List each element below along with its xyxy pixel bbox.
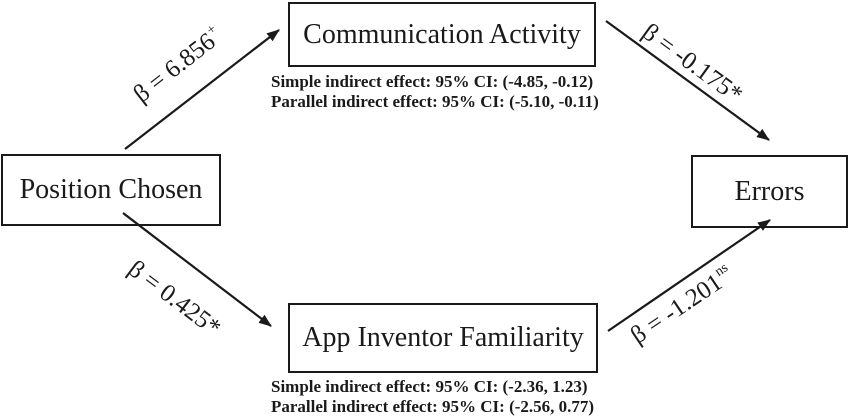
node-app-inventor-familiarity: App Inventor Familiarity [288, 303, 598, 373]
ci-ca-parallel: Parallel indirect effect: 95% CI: (-5.10… [271, 92, 599, 111]
node-position-chosen: Position Chosen [1, 154, 221, 226]
ci-aif-parallel: Parallel indirect effect: 95% CI: (-2.56… [271, 397, 595, 416]
node-app-inventor-familiarity-label: App Inventor Familiarity [302, 322, 584, 353]
path-label-pc-to-aif: β = 0.425* [123, 255, 226, 342]
node-position-chosen-label: Position Chosen [19, 174, 203, 205]
node-communication-activity-label: Communication Activity [303, 18, 581, 50]
ci-ca-simple: Simple indirect effect: 95% CI: (-4.85, … [271, 72, 594, 91]
node-errors: Errors [691, 155, 848, 228]
ci-aif-simple: Simple indirect effect: 95% CI: (-2.36, … [271, 377, 588, 396]
path-label-pc-to-ca: β = 6.856+ [128, 21, 221, 109]
arrow-ca-to-errors [605, 20, 770, 141]
path-label-aif-to-errors: β = -1.201ns [625, 260, 731, 350]
path-label-ca-to-errors: β = -0.175* [637, 18, 748, 109]
node-communication-activity: Communication Activity [288, 2, 596, 67]
node-errors-label: Errors [734, 175, 805, 207]
